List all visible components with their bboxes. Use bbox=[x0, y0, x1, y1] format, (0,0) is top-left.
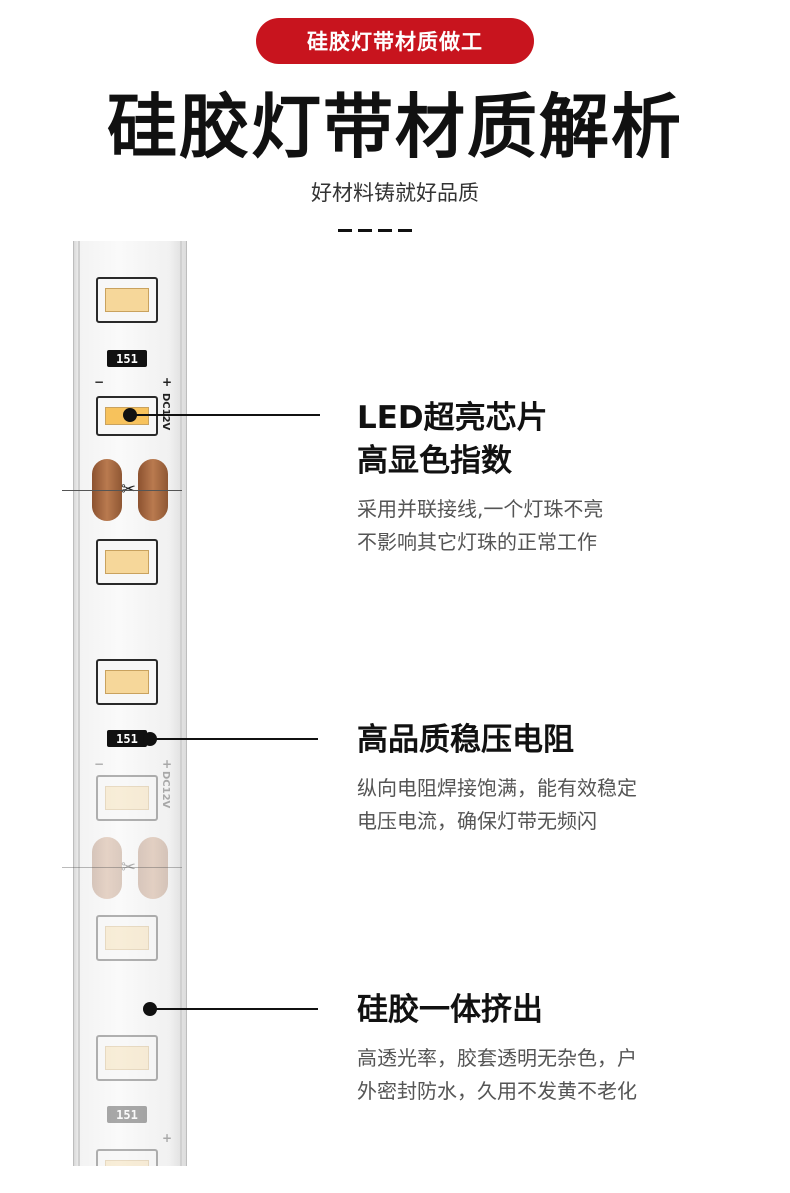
minus-sign: − bbox=[94, 375, 105, 389]
led-chip bbox=[96, 277, 158, 323]
resistor: 151 bbox=[107, 350, 147, 367]
led-chip bbox=[96, 1035, 158, 1081]
feature-desc-line: 高透光率，胶套透明无杂色，户 bbox=[357, 1046, 637, 1070]
section-badge: 硅胶灯带材质做工 bbox=[256, 18, 534, 64]
solder-pad bbox=[138, 837, 168, 899]
feature-desc-line: 外密封防水，久用不发黄不老化 bbox=[357, 1079, 637, 1103]
pointer-line bbox=[130, 414, 320, 416]
led-chip bbox=[96, 659, 158, 705]
resistor: 151 bbox=[107, 730, 147, 747]
feature-title-line: 高品质稳压电阻 bbox=[357, 722, 574, 758]
feature-title-line: 硅胶一体挤出 bbox=[357, 992, 543, 1028]
voltage-label: DC12V bbox=[160, 771, 171, 809]
feature-desc-line: 电压电流，确保灯带无频闪 bbox=[357, 809, 597, 833]
resistor: 151 bbox=[107, 1106, 147, 1123]
strip-edge-left bbox=[78, 241, 80, 1166]
feature-title-line: LED超亮芯片 bbox=[357, 400, 548, 436]
feature-desc-line: 纵向电阻焊接饱满，能有效稳定 bbox=[357, 776, 637, 800]
feature-desc-line: 采用并联接线,一个灯珠不亮 bbox=[357, 497, 604, 521]
led-strip-illustration: 151 − + DC12V ✂ 151 − + DC12V ✂ 151 + bbox=[73, 241, 187, 1166]
strip-edge-right bbox=[180, 241, 182, 1166]
scissors-icon: ✂ bbox=[121, 857, 137, 878]
minus-sign: − bbox=[94, 757, 105, 771]
led-chip bbox=[96, 1149, 158, 1166]
plus-sign: + bbox=[162, 375, 173, 389]
led-chip bbox=[96, 915, 158, 961]
cut-line bbox=[62, 490, 182, 491]
feature-desc-line: 不影响其它灯珠的正常工作 bbox=[357, 530, 597, 554]
led-chip bbox=[96, 539, 158, 585]
feature-title-line: 高显色指数 bbox=[357, 443, 512, 479]
voltage-label: DC12V bbox=[160, 393, 171, 431]
pointer-line bbox=[150, 738, 318, 740]
pointer-line bbox=[150, 1008, 318, 1010]
cut-line bbox=[62, 867, 182, 868]
solder-pad bbox=[92, 837, 122, 899]
scissors-icon: ✂ bbox=[121, 479, 137, 500]
divider-dashes bbox=[338, 229, 418, 248]
led-chip bbox=[96, 775, 158, 821]
feature-silicone: 硅胶一体挤出 高透光率，胶套透明无杂色，户 外密封防水，久用不发黄不老化 bbox=[357, 989, 637, 1108]
page-subtitle: 好材料铸就好品质 bbox=[311, 181, 479, 205]
plus-sign: + bbox=[162, 757, 173, 771]
feature-resistor: 高品质稳压电阻 纵向电阻焊接饱满，能有效稳定 电压电流，确保灯带无频闪 bbox=[357, 719, 637, 838]
page-title: 硅胶灯带材质解析 bbox=[107, 86, 683, 168]
feature-led-chip: LED超亮芯片 高显色指数 采用并联接线,一个灯珠不亮 不影响其它灯珠的正常工作 bbox=[357, 397, 603, 559]
plus-sign: + bbox=[162, 1131, 173, 1145]
